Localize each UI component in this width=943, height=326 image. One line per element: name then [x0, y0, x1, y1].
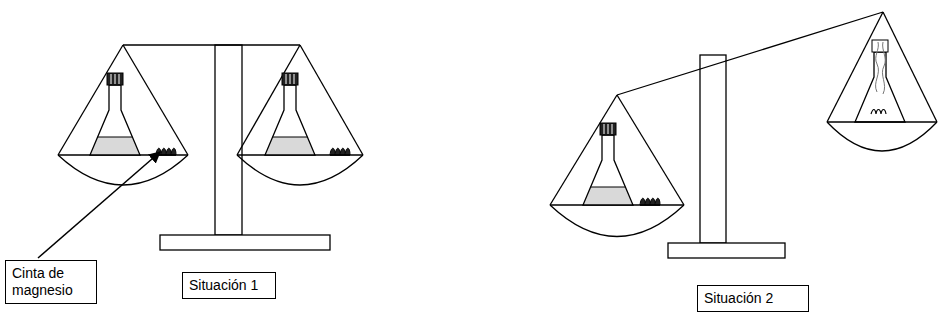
balance-illustration [855, 40, 905, 122]
label-box: Cinta de magnesio [5, 260, 97, 304]
node-label: Cinta de magnesio [12, 265, 90, 299]
balance-2 [668, 243, 785, 258]
balance-1 [58, 45, 363, 250]
balance-illustration [156, 148, 176, 155]
balance-2 [617, 12, 883, 95]
balance-2 [700, 55, 726, 243]
node-label: Situación 2 [704, 290, 802, 307]
balance-1 [300, 45, 363, 155]
balance-illustration [265, 73, 315, 155]
balance-1 [160, 235, 330, 250]
balance-1 [58, 155, 188, 185]
leader-arrow [38, 152, 160, 258]
balance-2 [550, 205, 684, 237]
balance-illustration [583, 123, 633, 205]
balance-2 [617, 95, 684, 205]
node-label: Situación 1 [189, 277, 269, 294]
caption-box: Situación 1 [182, 272, 276, 299]
balance-illustration [90, 73, 140, 155]
balance-2 [827, 122, 937, 151]
balance-2 [883, 12, 937, 122]
balance-illustration [640, 198, 660, 205]
balance-2 [550, 12, 937, 258]
balance-1 [123, 44, 300, 45]
balance-illustration [330, 148, 350, 155]
balance-1 [215, 45, 242, 235]
caption-box: Situación 2 [697, 285, 809, 312]
balance-1 [237, 155, 363, 185]
